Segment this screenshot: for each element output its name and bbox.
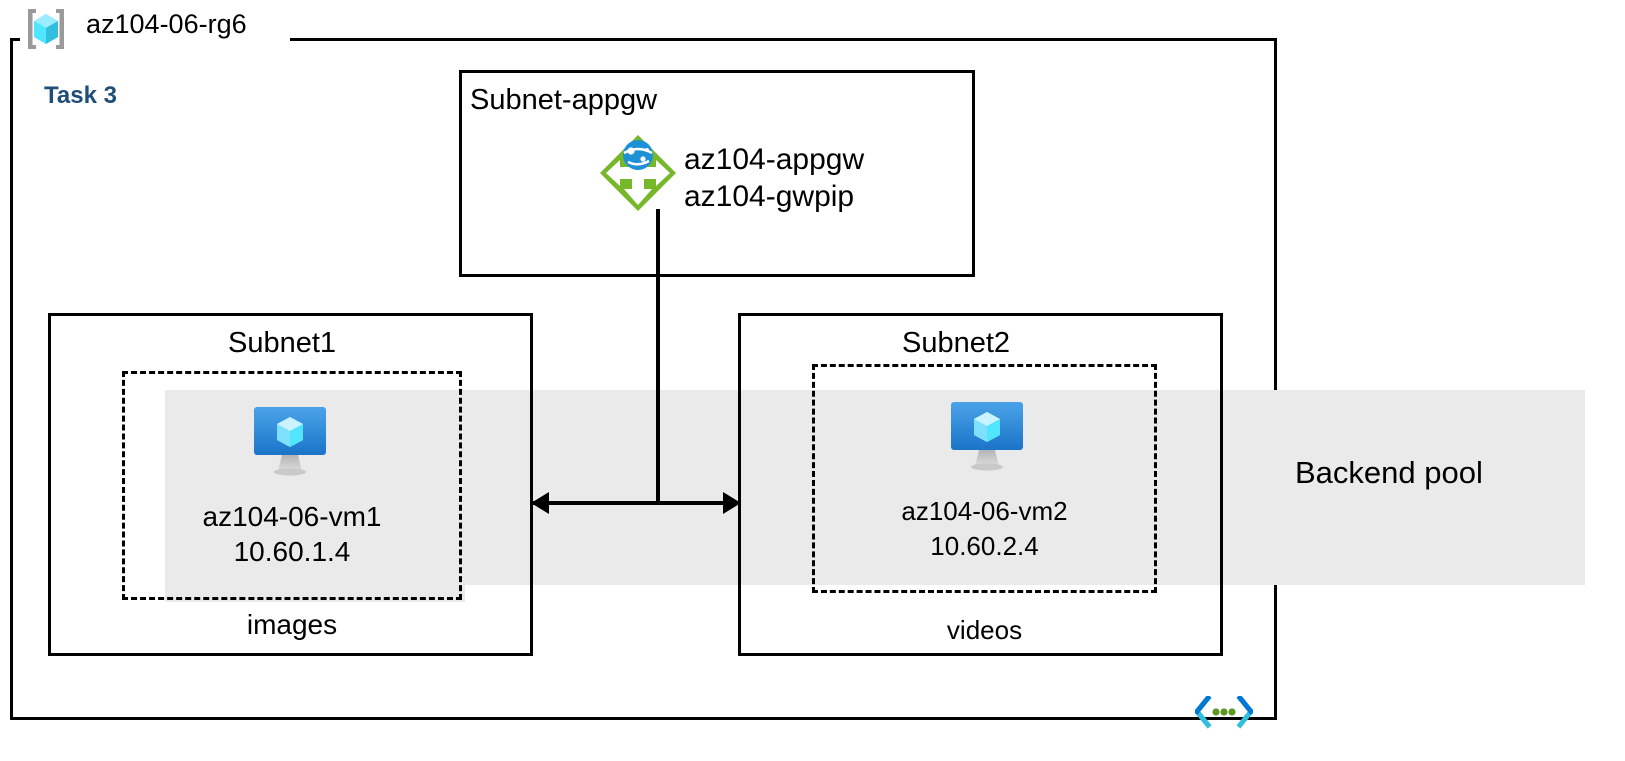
task-label: Task 3 xyxy=(44,82,117,109)
resource-group-border-top-stub xyxy=(10,38,20,41)
subnet1-box xyxy=(48,313,533,656)
resource-group-border-bottom xyxy=(10,717,1277,720)
resource-group-border-right xyxy=(1274,38,1277,720)
application-gateway-icon xyxy=(598,133,678,213)
subnet2-app-label: videos xyxy=(946,615,1023,645)
virtual-machine-icon xyxy=(945,400,1029,472)
appgw-resource-name: az104-appgw xyxy=(684,143,865,176)
subnet1-title: Subnet1 xyxy=(228,327,337,359)
subnet1-vm-name: az104-06-vm1 xyxy=(202,501,382,532)
virtual-machine-icon xyxy=(248,405,332,477)
subnet2-box xyxy=(738,313,1223,656)
subnet2-vm-group-box xyxy=(812,364,1157,593)
resource-group-title: az104-06-rg6 xyxy=(86,9,247,39)
backend-pool-band xyxy=(165,390,1585,585)
subnet2-title: Subnet2 xyxy=(902,327,1011,359)
resource-group-cube-icon xyxy=(22,7,70,51)
subnet1-vm-ip: 10.60.1.4 xyxy=(233,536,351,567)
subnet1-subnet2-connector xyxy=(533,501,741,505)
connector-arrow-left xyxy=(531,492,549,514)
connector-arrow-right xyxy=(723,492,741,514)
subnet-appgw-box xyxy=(459,70,975,277)
subnet2-vm-ip: 10.60.2.4 xyxy=(930,531,1039,561)
backend-pool-label: Backend pool xyxy=(1295,455,1483,490)
appgw-to-backend-connector xyxy=(656,209,660,504)
subnet2-vm-name: az104-06-vm2 xyxy=(901,496,1068,526)
resource-group-border-left xyxy=(10,38,13,720)
subnet-appgw-title: Subnet-appgw xyxy=(470,84,658,116)
code-brackets-icon xyxy=(1193,694,1255,730)
subnet1-app-label: images xyxy=(246,609,338,640)
resource-group-border-top xyxy=(290,38,1277,41)
appgw-public-ip-name: az104-gwpip xyxy=(684,180,855,213)
subnet1-vm-group-box xyxy=(122,371,462,600)
